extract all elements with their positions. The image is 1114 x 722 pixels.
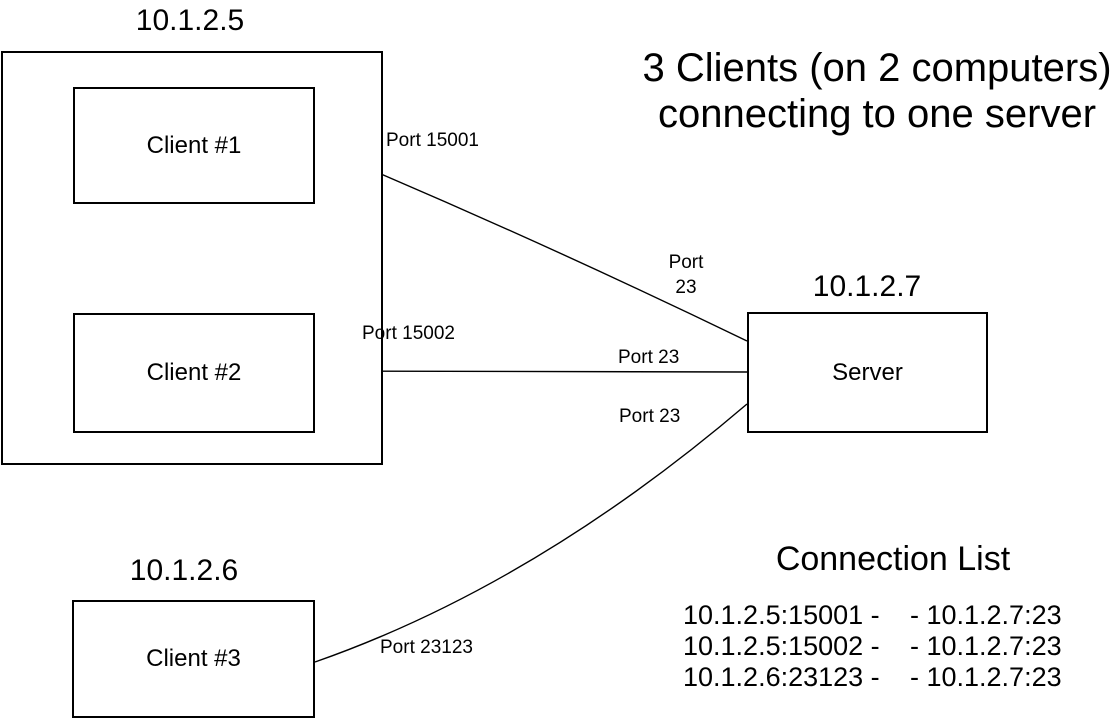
client1-box: Client #1 bbox=[73, 87, 315, 204]
port-label-server-conn3: Port 23 bbox=[619, 406, 681, 427]
connection-entry-left: 10.1.2.6:23123 - bbox=[683, 662, 880, 692]
port-label-client1: Port 15001 bbox=[386, 130, 479, 151]
diagram-title-line2: connecting to one server bbox=[657, 92, 1097, 136]
client3-label: Client #3 bbox=[146, 645, 241, 672]
connection-list-heading: Connection List bbox=[775, 540, 1011, 578]
port-label-client3: Port 23123 bbox=[380, 637, 473, 658]
connection-entry-right: - 10.1.2.7:23 bbox=[910, 662, 1062, 692]
connection-entry-right: - 10.1.2.7:23 bbox=[910, 631, 1062, 661]
connection-line-client3-server bbox=[314, 403, 748, 663]
server-ip-label: 10.1.2.7 bbox=[812, 270, 922, 303]
server-label: Server bbox=[832, 358, 903, 386]
connection-entry-left: 10.1.2.5:15001 - bbox=[683, 600, 880, 630]
port-label-server-conn1: Port 23 bbox=[668, 252, 704, 298]
connection-entry-right: - 10.1.2.7:23 bbox=[910, 600, 1062, 630]
client1-label: Client #1 bbox=[146, 131, 242, 159]
client3-box: Client #3 bbox=[72, 600, 315, 718]
computer2-ip-label: 10.1.2.6 bbox=[129, 554, 239, 587]
diagram-title-line1: 3 Clients (on 2 computers) bbox=[642, 46, 1112, 90]
port-label-client2: Port 15002 bbox=[362, 323, 455, 344]
server-box: Server bbox=[747, 312, 988, 433]
client2-label: Client #2 bbox=[146, 359, 242, 386]
connection-entry-left: 10.1.2.5:15002 - bbox=[683, 631, 880, 661]
diagram-title: 3 Clients (on 2 computers) connecting to… bbox=[627, 45, 1114, 137]
port-label-server-conn2: Port 23 bbox=[618, 347, 680, 368]
computer1-ip-label: 10.1.2.5 bbox=[135, 4, 245, 37]
connection-line-client2-server bbox=[314, 370, 748, 373]
client2-box: Client #2 bbox=[73, 313, 315, 433]
connection-list: 10.1.2.5:15001 - - 10.1.2.7:23 10.1.2.5:… bbox=[683, 600, 1062, 693]
